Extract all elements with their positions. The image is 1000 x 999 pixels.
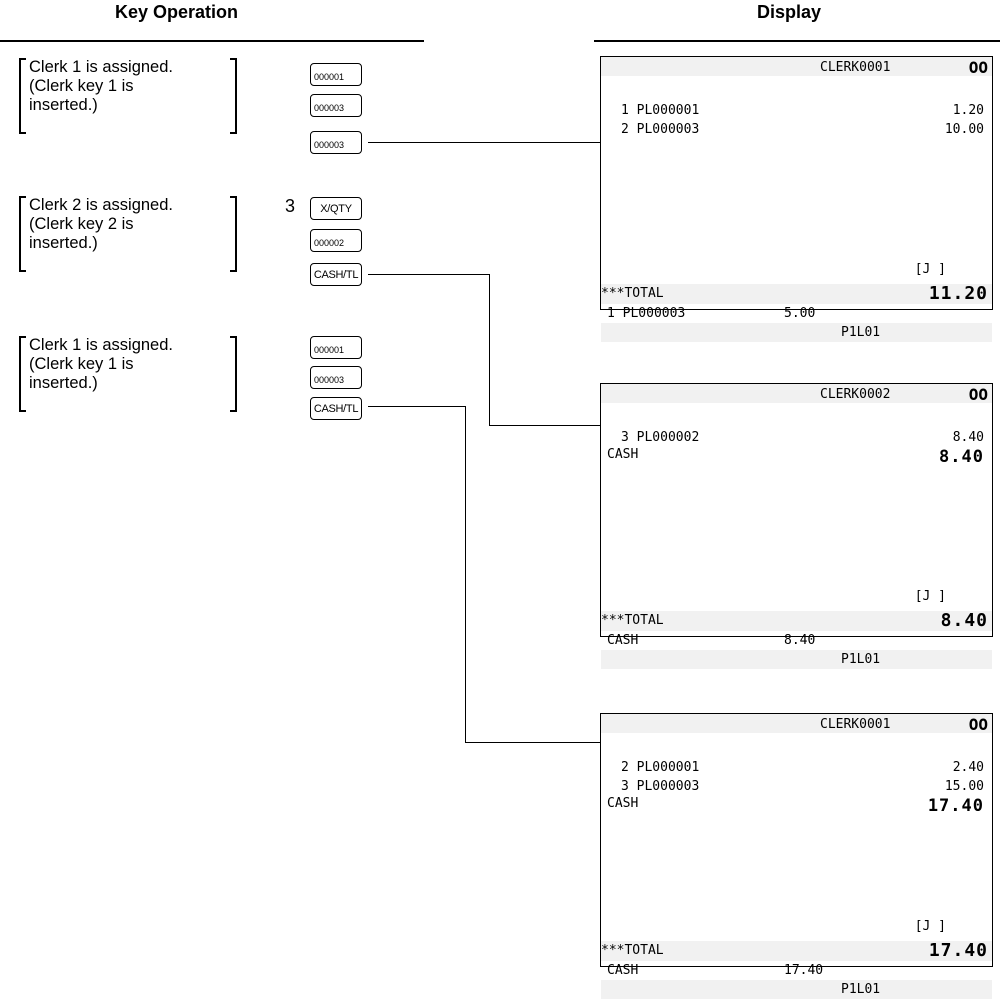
connector-line-3 [465, 742, 600, 743]
key-operation-rule [0, 40, 424, 42]
display-header: CLERK0001 OO [601, 714, 992, 734]
clerk-code: CLERK0001 [820, 60, 891, 75]
multiply-quantity-key[interactable]: X/QTY [310, 197, 362, 220]
page-line-indicator: P1L01 [841, 652, 881, 667]
item-description: 3 PL000003 [621, 779, 700, 794]
subtotal-row: CASH 8.40 [601, 631, 992, 650]
right-bracket [230, 196, 237, 272]
left-bracket [19, 196, 26, 272]
key-operation-heading: Key Operation [115, 2, 239, 22]
list-item: 3 PL000003 15.00 [601, 779, 992, 798]
item-amount: 8.40 [939, 447, 984, 467]
item-description: 3 PL000002 [621, 430, 700, 445]
list-item: 1 PL000001 1.20 [601, 103, 992, 122]
item-amount: 8.40 [952, 430, 984, 445]
clerk-code: CLERK0001 [820, 717, 891, 732]
footer-row: P1L01 [601, 650, 992, 669]
connector-line-3 [368, 406, 466, 407]
left-bracket [19, 336, 26, 412]
step-3-text: Clerk 1 is assigned. (Clerk key 1 is ins… [29, 336, 173, 392]
item-description: CASH [607, 796, 639, 811]
step-1-text: Clerk 1 is assigned. (Clerk key 1 is ins… [29, 58, 173, 114]
right-bracket [230, 58, 237, 134]
list-item: 2 PL000001 2.40 [601, 760, 992, 779]
plu-key-000003[interactable]: 000003 [310, 366, 362, 389]
step-3-description: Clerk 1 is assigned. (Clerk key 1 is ins… [19, 336, 237, 412]
item-amount: 1.20 [952, 103, 984, 118]
journal-row: [J ] [601, 919, 992, 938]
subtotal-row: 1 PL000003 5.00 [601, 304, 992, 323]
display-heading: Display [757, 2, 822, 22]
display-header: CLERK0002 OO [601, 384, 992, 404]
plu-key-000003[interactable]: 000003 [310, 94, 362, 117]
left-bracket [19, 58, 26, 134]
status-indicator: OO [968, 58, 988, 77]
connector-line-3 [465, 406, 466, 742]
total-amount: 8.40 [940, 610, 988, 631]
total-row: ***TOTAL 17.40 [601, 940, 992, 961]
connector-line-2 [489, 425, 600, 426]
display-rule [594, 40, 1000, 42]
list-item: CASH 8.40 [601, 447, 992, 467]
right-bracket [230, 336, 237, 412]
total-label: ***TOTAL [601, 613, 664, 628]
total-amount: 11.20 [928, 283, 988, 304]
connector-line-1 [368, 142, 600, 143]
list-item: 3 PL000002 8.40 [601, 430, 992, 449]
subtotal-row: CASH 17.40 [601, 961, 992, 980]
plu-key-000001[interactable]: 000001 [310, 63, 362, 86]
journal-indicator: [J ] [914, 919, 946, 934]
step-2-description: Clerk 2 is assigned. (Clerk key 2 is ins… [19, 196, 237, 272]
item-description: CASH [607, 447, 639, 462]
subtotal-amount: 5.00 [784, 306, 816, 321]
subtotal-label: CASH [607, 963, 639, 978]
list-item: CASH 17.40 [601, 796, 992, 816]
journal-row: [J ] [601, 262, 992, 281]
connector-line-2 [368, 274, 489, 275]
connector-line-2 [489, 274, 490, 425]
clerk-code: CLERK0002 [820, 387, 891, 402]
page-line-indicator: P1L01 [841, 325, 881, 340]
step-2-text: Clerk 2 is assigned. (Clerk key 2 is ins… [29, 196, 173, 252]
item-description: 1 PL000001 [621, 103, 700, 118]
item-amount: 10.00 [944, 122, 984, 137]
total-row: ***TOTAL 8.40 [601, 610, 992, 631]
plu-key-000003[interactable]: 000003 [310, 131, 362, 154]
item-description: 2 PL000003 [621, 122, 700, 137]
journal-row: [J ] [601, 589, 992, 608]
item-amount: 17.40 [927, 796, 984, 816]
subtotal-amount: 17.40 [784, 963, 824, 978]
status-indicator: OO [968, 715, 988, 734]
item-amount: 2.40 [952, 760, 984, 775]
cash-total-key[interactable]: CASH/TL [310, 263, 362, 286]
status-indicator: OO [968, 385, 988, 404]
total-row: ***TOTAL 11.20 [601, 283, 992, 304]
subtotal-label: CASH [607, 633, 639, 648]
footer-row: P1L01 [601, 980, 992, 999]
display-screen-3: CLERK0001 OO 2 PL000001 2.40 3 PL000003 … [600, 713, 993, 999]
subtotal-amount: 8.40 [784, 633, 816, 648]
total-label: ***TOTAL [601, 943, 664, 958]
item-amount: 15.00 [944, 779, 984, 794]
plu-key-000002[interactable]: 000002 [310, 229, 362, 252]
display-screen-2: CLERK0002 OO 3 PL000002 8.40 CASH 8.40 [… [600, 383, 993, 669]
total-amount: 17.40 [928, 940, 988, 961]
cash-total-key[interactable]: CASH/TL [310, 397, 362, 420]
total-label: ***TOTAL [601, 286, 664, 301]
journal-indicator: [J ] [914, 262, 946, 277]
subtotal-label: 1 PL000003 [607, 306, 686, 321]
journal-indicator: [J ] [914, 589, 946, 604]
display-screen-1: CLERK0001 OO 1 PL000001 1.20 2 PL000003 … [600, 56, 993, 342]
step-1-description: Clerk 1 is assigned. (Clerk key 1 is ins… [19, 58, 237, 134]
list-item: 2 PL000003 10.00 [601, 122, 992, 141]
display-header: CLERK0001 OO [601, 57, 992, 77]
item-description: 2 PL000001 [621, 760, 700, 775]
footer-row: P1L01 [601, 323, 992, 342]
quantity-entry: 3 [285, 196, 296, 216]
page-line-indicator: P1L01 [841, 982, 881, 997]
plu-key-000001[interactable]: 000001 [310, 336, 362, 359]
